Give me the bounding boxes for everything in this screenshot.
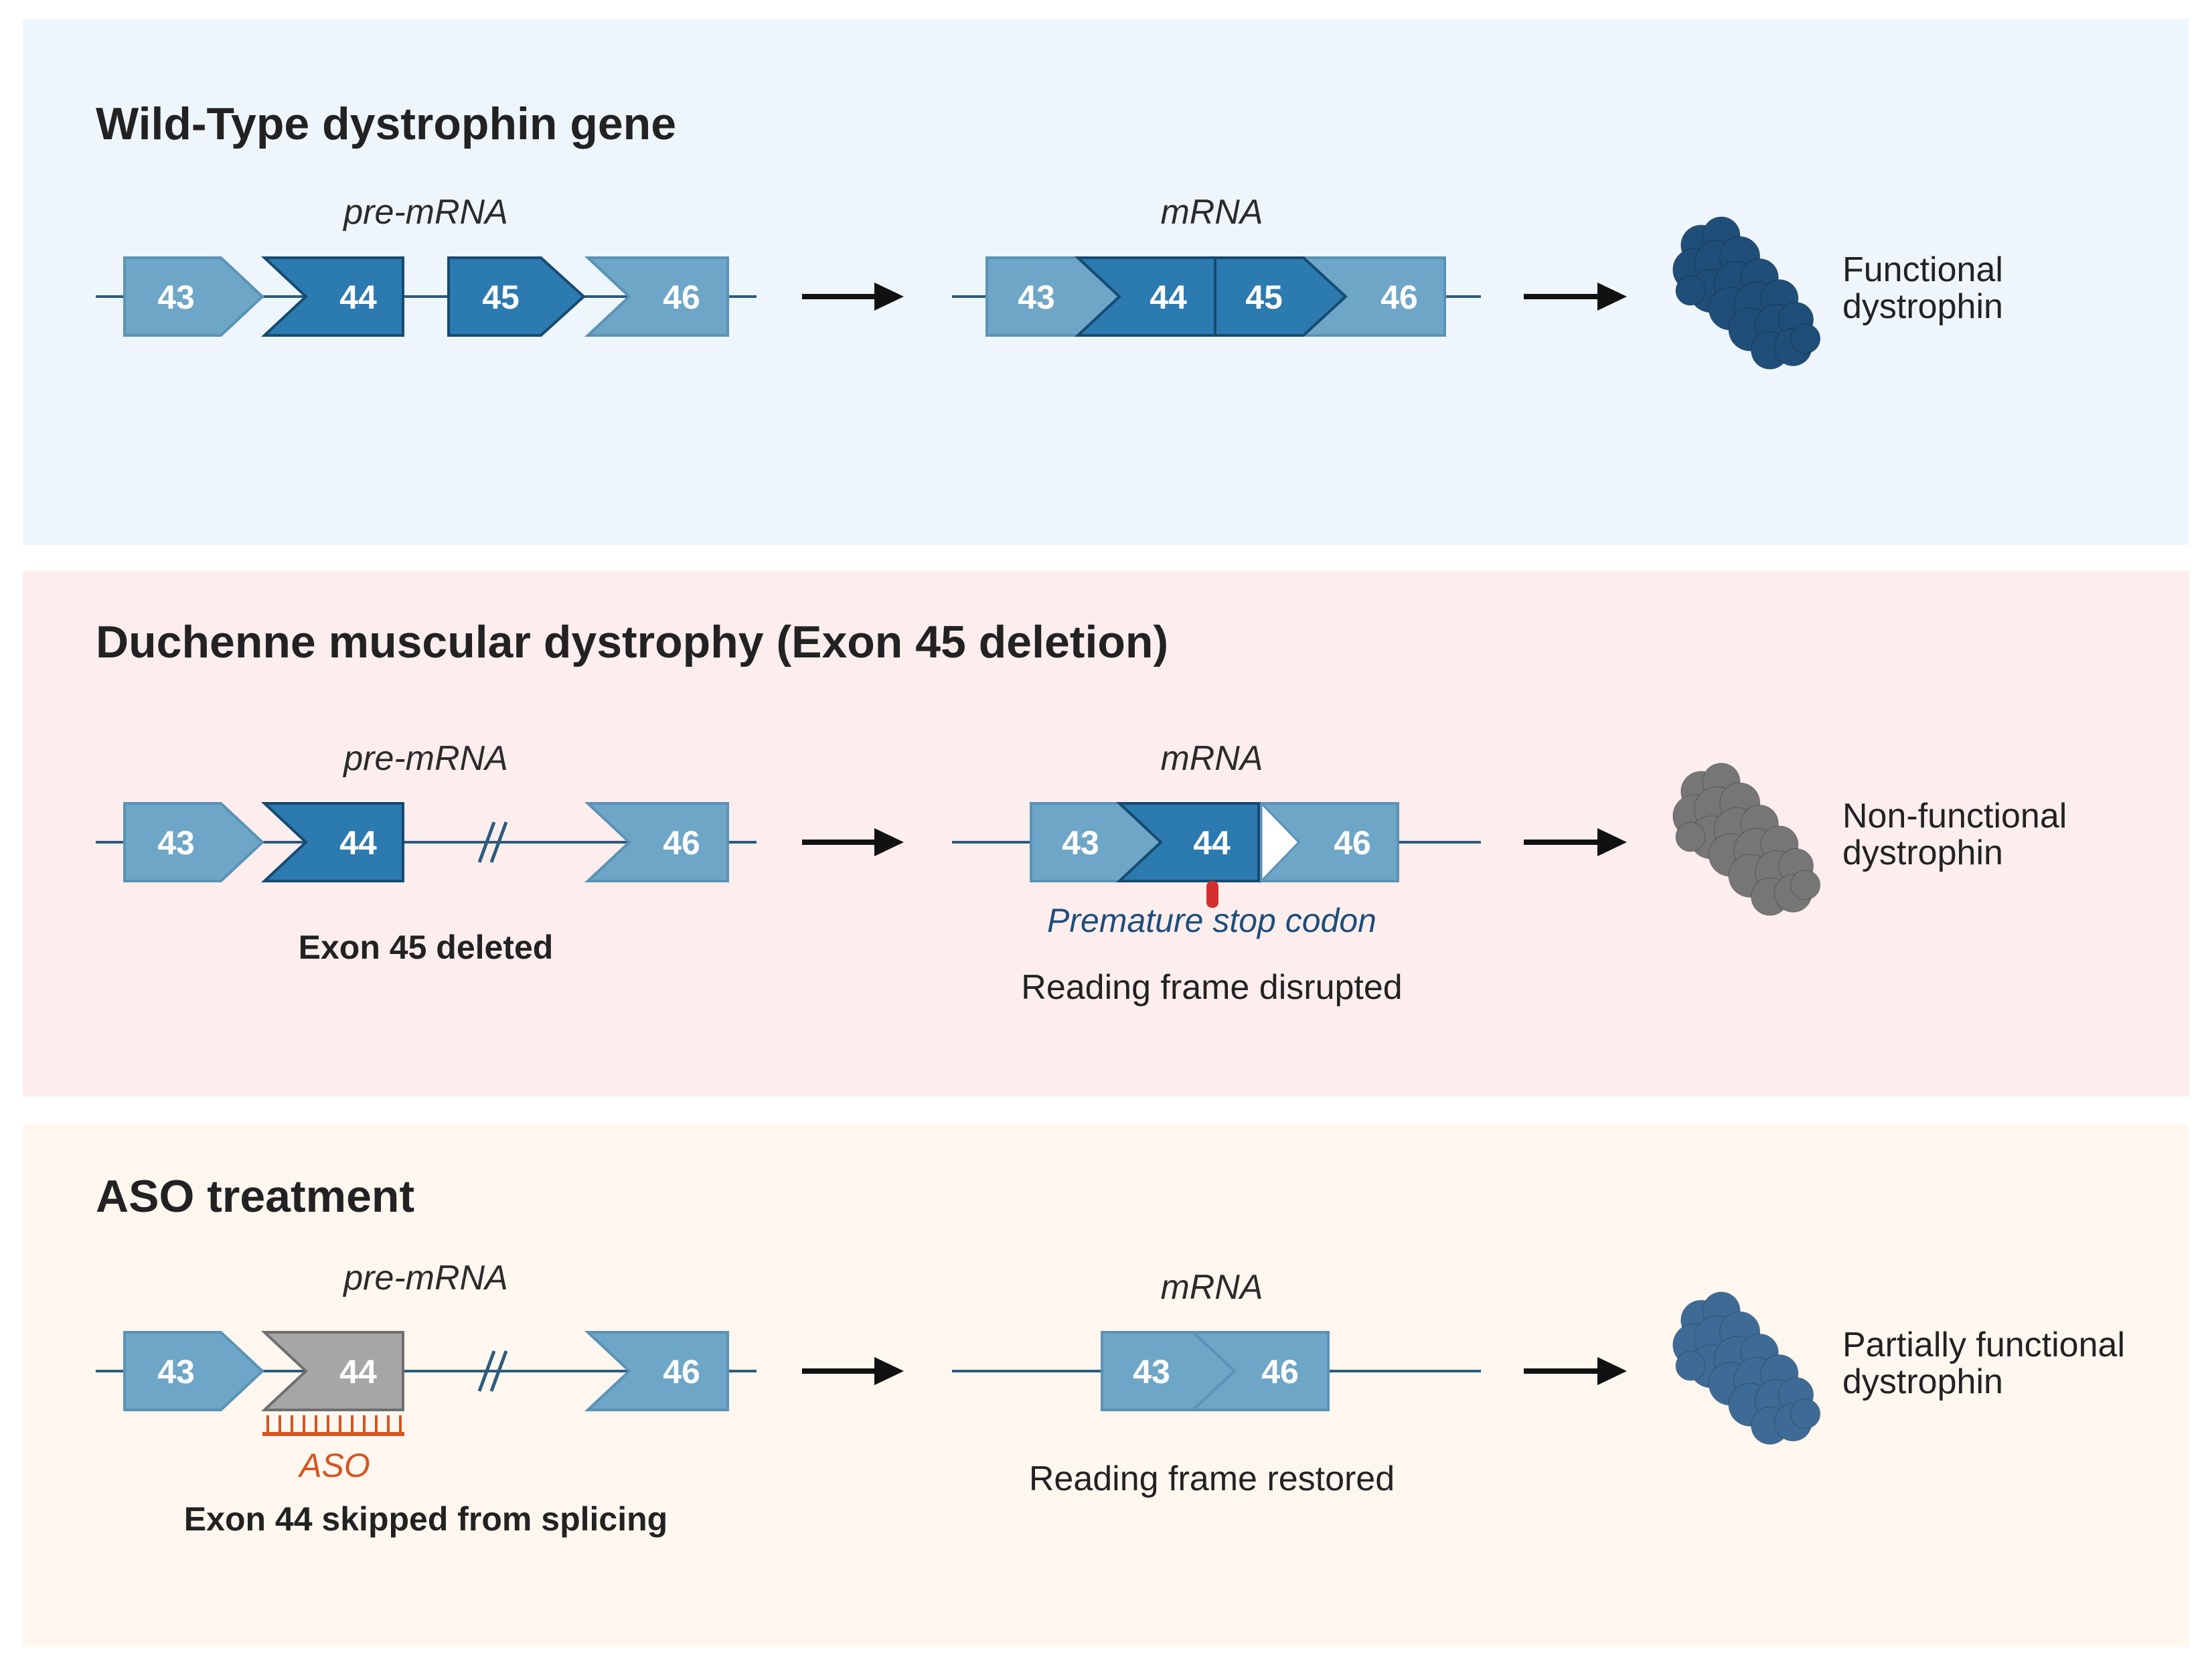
pre-mrna-label: pre-mRNA xyxy=(342,739,508,778)
exon-46-label: 46 xyxy=(663,279,700,316)
exon-43-label: 43 xyxy=(1018,279,1055,316)
stop-codon-label: Premature stop codon xyxy=(1047,902,1376,939)
exon-44-skipped xyxy=(260,1331,404,1411)
pre-mrna-label: pre-mRNA xyxy=(342,193,508,232)
exon-44 xyxy=(260,256,404,337)
exon-43-label: 43 xyxy=(1062,824,1099,862)
pre-mrna-label: pre-mRNA xyxy=(342,1259,508,1297)
protein-label-line1: Non-functional xyxy=(1842,797,2067,836)
mrna-label: mRNA xyxy=(1160,193,1263,232)
panel-title: Duchenne muscular dystrophy (Exon 45 del… xyxy=(96,617,1168,667)
exon-43 xyxy=(123,802,264,882)
protein-label-line2: dystrophin xyxy=(1842,834,2003,872)
frame-break-notch xyxy=(1260,801,1301,884)
arrow-right-icon xyxy=(802,828,904,856)
exon-46-label: 46 xyxy=(1261,1353,1299,1391)
mrna-label: mRNA xyxy=(1160,1268,1263,1307)
arrow-right-icon xyxy=(1524,1357,1627,1385)
pre-mrna-strand: 43 44 46 xyxy=(96,1331,757,1411)
arrow-right-icon xyxy=(802,1357,904,1385)
mrna-strand: 43 46 xyxy=(952,1331,1481,1411)
reading-frame-note: Reading frame disrupted xyxy=(1021,968,1402,1007)
panel-aso: ASO treatment pre-mRNA mRNA 43 44 46 ASO… xyxy=(23,1125,2189,1647)
exon-43 xyxy=(123,1331,264,1411)
panel-dmd: Duchenne muscular dystrophy (Exon 45 del… xyxy=(23,570,2189,1097)
exon-44-label: 44 xyxy=(1193,824,1231,862)
mrna-strand: 43 44 46 xyxy=(952,801,1481,908)
exon-46 xyxy=(584,1331,729,1411)
exon-43 xyxy=(123,256,264,337)
aso-comb-icon xyxy=(262,1415,404,1436)
exon-46-label: 46 xyxy=(1380,279,1418,316)
exon-46-label: 46 xyxy=(1334,824,1371,862)
exon-46 xyxy=(584,802,729,882)
exon-46 xyxy=(584,256,729,337)
exon-43-label: 43 xyxy=(157,279,195,316)
exon-44 xyxy=(1074,256,1216,337)
arrow-right-icon xyxy=(802,283,904,311)
mrna-strand: 43 44 45 46 xyxy=(952,256,1481,337)
panel-title: ASO treatment xyxy=(96,1171,414,1222)
reading-frame-note: Reading frame restored xyxy=(1029,1459,1395,1498)
panel-title: Wild-Type dystrophin gene xyxy=(96,98,676,149)
protein-label-line2: dystrophin xyxy=(1842,287,2003,326)
exon-46-label: 46 xyxy=(663,824,700,862)
exon-44-label: 44 xyxy=(339,824,377,862)
exon-45 xyxy=(447,256,586,337)
exon-43-label: 43 xyxy=(157,824,195,862)
protein-label-line2: dystrophin xyxy=(1842,1362,2003,1401)
exon-44-label: 44 xyxy=(339,279,377,316)
break-mark-icon xyxy=(477,1350,508,1392)
mrna-body xyxy=(1101,1331,1330,1411)
protein-label-line1: Partially functional xyxy=(1842,1326,2125,1364)
exon-44 xyxy=(260,802,404,882)
exon-43-label: 43 xyxy=(157,1353,195,1391)
arrow-right-icon xyxy=(1524,828,1627,856)
exon-45-label: 45 xyxy=(1245,279,1283,316)
exon-44-label: 44 xyxy=(1150,279,1187,316)
mrna-label: mRNA xyxy=(1160,739,1263,778)
exon-deleted-note: Exon 45 deleted xyxy=(299,929,554,966)
exon-skipped-note: Exon 44 skipped from splicing xyxy=(184,1500,667,1538)
protein-label-line1: Functional xyxy=(1842,250,2003,289)
aso-label: ASO xyxy=(297,1447,370,1484)
exon-43-label: 43 xyxy=(1133,1353,1170,1391)
exon-45 xyxy=(1214,256,1348,337)
exon-46-label: 46 xyxy=(663,1353,700,1391)
exon-junction xyxy=(1192,1331,1237,1411)
exon-44-label: 44 xyxy=(339,1353,377,1391)
break-mark-icon xyxy=(477,821,508,863)
arrow-right-icon xyxy=(1524,283,1627,311)
exon-44 xyxy=(1115,802,1260,882)
exon-45-label: 45 xyxy=(482,279,520,316)
stop-codon-icon xyxy=(1206,881,1218,908)
pre-mrna-strand: 43 44 45 46 xyxy=(96,256,757,337)
panel-wild-type: Wild-Type dystrophin gene pre-mRNA mRNA … xyxy=(23,19,2189,545)
pre-mrna-strand: 43 44 46 xyxy=(96,802,757,882)
